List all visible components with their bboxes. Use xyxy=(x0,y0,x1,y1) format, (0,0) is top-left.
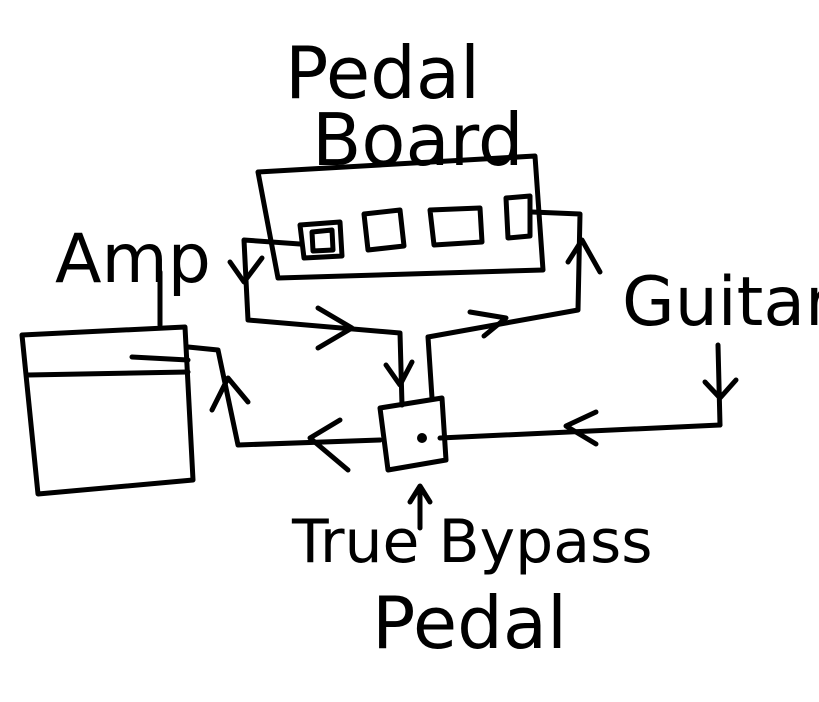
true-bypass-pedal-switch xyxy=(417,433,427,443)
cable-bypass-to-board xyxy=(425,209,583,401)
pedal-box-2 xyxy=(361,207,407,253)
pedal-board-label-line1: Pedal xyxy=(285,31,480,115)
true-bypass-pedal-box xyxy=(377,395,449,473)
true-bypass-label-line1: True Bypass xyxy=(291,507,653,577)
arrow-down-left-loop xyxy=(227,255,265,285)
pedal-box-4 xyxy=(503,193,533,241)
bypass-label-pointer xyxy=(407,483,433,531)
arrow-up-right-loop xyxy=(565,237,603,275)
arrow-right-right-loop xyxy=(467,309,509,339)
pedal-box-1-inner xyxy=(309,227,336,254)
guitar-label: Guitar xyxy=(622,263,819,342)
amp-box xyxy=(19,324,196,497)
arrow-guitar-to-bypass xyxy=(563,409,599,447)
arrow-bypass-to-amp xyxy=(307,417,351,473)
pedal-box-1 xyxy=(297,219,345,261)
arrow-right-left-loop xyxy=(315,305,355,351)
guitar-down-arrow xyxy=(702,342,739,428)
cable-board-to-bypass xyxy=(241,237,405,408)
amp-label: Amp xyxy=(55,220,211,299)
arrow-down-into-bypass xyxy=(383,359,415,388)
cable-bypass-to-amp xyxy=(129,344,383,448)
pedal-box-3 xyxy=(427,205,485,248)
arrow-up-to-amp xyxy=(209,375,251,413)
amp-panel-line xyxy=(25,369,191,378)
true-bypass-label-line2: Pedal xyxy=(372,581,567,665)
